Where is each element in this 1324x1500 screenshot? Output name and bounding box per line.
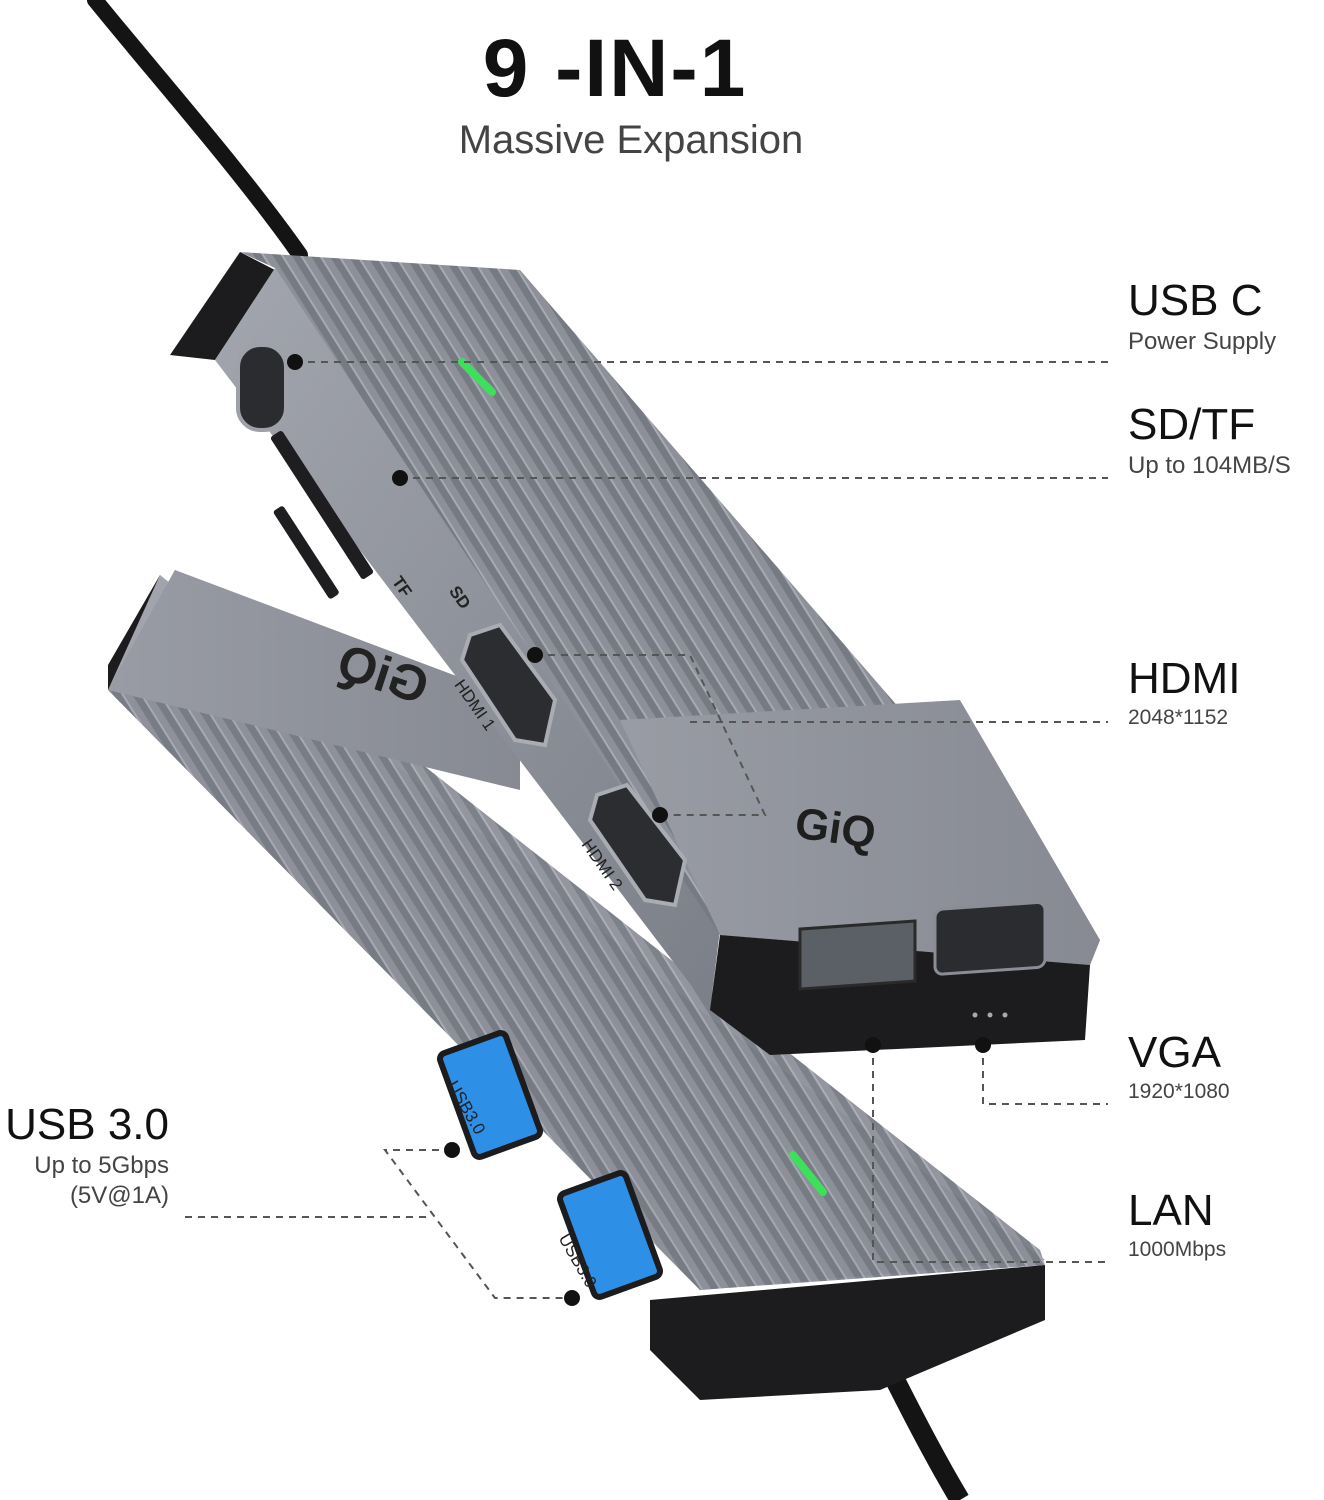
callout-hdmi-title: HDMI xyxy=(1128,654,1241,703)
callout-vga-detail: 1920*1080 xyxy=(1128,1080,1230,1103)
callout-lan-detail: 1000Mbps xyxy=(1128,1238,1227,1261)
usb-a-port-2 xyxy=(556,1170,664,1300)
led-indicator-bottom xyxy=(789,1151,827,1196)
leader-lines xyxy=(185,361,1108,1299)
callout-sdtf-detail: Up to 104MB/S xyxy=(1128,452,1291,479)
callout-vga: VGA 1920*1080 xyxy=(1128,1028,1230,1104)
callout-usbc: USB C Power Supply xyxy=(1128,276,1276,356)
callout-lan: LAN 1000Mbps xyxy=(1128,1186,1226,1262)
callout-usb3-detail: Up to 5Gbps xyxy=(34,1152,169,1179)
sd-slot xyxy=(270,431,374,579)
callout-hdmi-detail: 2048*1152 xyxy=(1128,706,1229,729)
callout-sdtf-title: SD/TF xyxy=(1128,400,1256,449)
callout-vga-title: VGA xyxy=(1128,1028,1221,1077)
headline-title: 9 -IN-1 xyxy=(482,23,748,114)
callout-usb3-title: USB 3.0 xyxy=(5,1100,169,1149)
usbc-port xyxy=(236,343,288,432)
callout-hdmi: HDMI 2048*1152 xyxy=(1128,654,1240,730)
callout-sdtf: SD/TF Up to 104MB/S xyxy=(1128,400,1291,480)
cable-top xyxy=(87,0,308,263)
upper-hub: GiQ xyxy=(170,252,1100,1055)
brand-logo: GiQ xyxy=(792,799,879,859)
usb-a-port-1 xyxy=(436,1030,544,1160)
callout-lan-title: LAN xyxy=(1128,1186,1214,1235)
callout-usb3-detail2: (5V@1A) xyxy=(69,1182,169,1209)
callout-usb3: USB 3.0 Up to 5Gbps (5V@1A) xyxy=(4,1100,169,1210)
lower-hub: GiQ xyxy=(108,570,1045,1400)
lan-port xyxy=(798,919,917,991)
tf-slot xyxy=(273,506,339,599)
headline-subtitle: Massive Expansion xyxy=(458,118,804,162)
vga-port xyxy=(933,900,1047,976)
hdmi2-port xyxy=(587,782,688,908)
callout-usbc-detail: Power Supply xyxy=(1128,328,1277,355)
led-indicator-top xyxy=(458,358,496,396)
callout-usbc-title: USB C xyxy=(1128,276,1263,325)
leader-dots xyxy=(287,354,991,1306)
hdmi1-port xyxy=(459,622,558,748)
